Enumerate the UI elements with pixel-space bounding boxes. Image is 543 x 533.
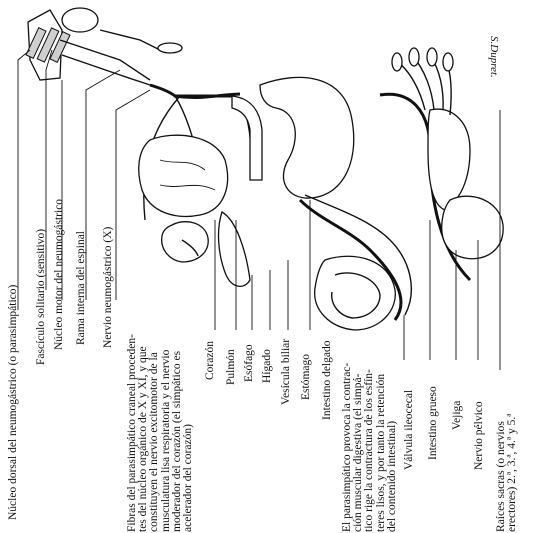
label-esofago: Esófago [244,344,256,382]
label-pulmon: Pulmón [226,349,238,385]
brainstem-drawing [26,8,182,85]
label-nucleo-motor: Núcleo motor del neumogástrico [54,199,66,350]
lung-drawing [139,135,228,216]
label-raices-sacras: Raíces sacras (o nervios erectores) 2.ª,… [496,414,518,532]
artist-signature: S.Dupret. [488,36,500,78]
label-nervio-neumogastrico: Nervio neumogástrico (X) [103,227,115,348]
label-nervio-pelvico: Nervio pélvico [474,401,486,470]
leader-lines [18,50,500,370]
sacral-roots-drawing [392,48,453,115]
bladder-drawing [442,196,503,259]
label-rama-interna: Rama interna del espinal [76,231,88,345]
heart-drawing [162,222,209,262]
label-fasciculo-solitario: Fascículo solitario (sensitivo) [36,229,48,365]
label-valvula: Válvula ileocecal [404,390,416,470]
label-intestino-delgado: Intestino delgado [322,340,334,420]
liver-drawing [219,212,250,286]
label-nucleo-dorsal: Núcleo dorsal del neumogástrico (o paras… [8,285,20,520]
small-intestine-drawing [300,195,411,330]
label-higado: Hígado [262,349,274,383]
label-parasimpatico: El parasimpático provoca la contrac- ció… [342,363,398,532]
label-intestino-grueso: Intestino grueso [428,386,440,460]
label-vejiga: Vejiga [452,401,464,430]
esophagus-drawing [232,96,262,180]
stomach-drawing [260,77,354,198]
label-corazon: Corazón [205,341,217,380]
label-estomago: Estómago [301,354,313,400]
label-vesicula: Vesícula biliar [281,339,293,405]
label-fibras: Fibras del parasimpático craneal procede… [127,334,194,532]
